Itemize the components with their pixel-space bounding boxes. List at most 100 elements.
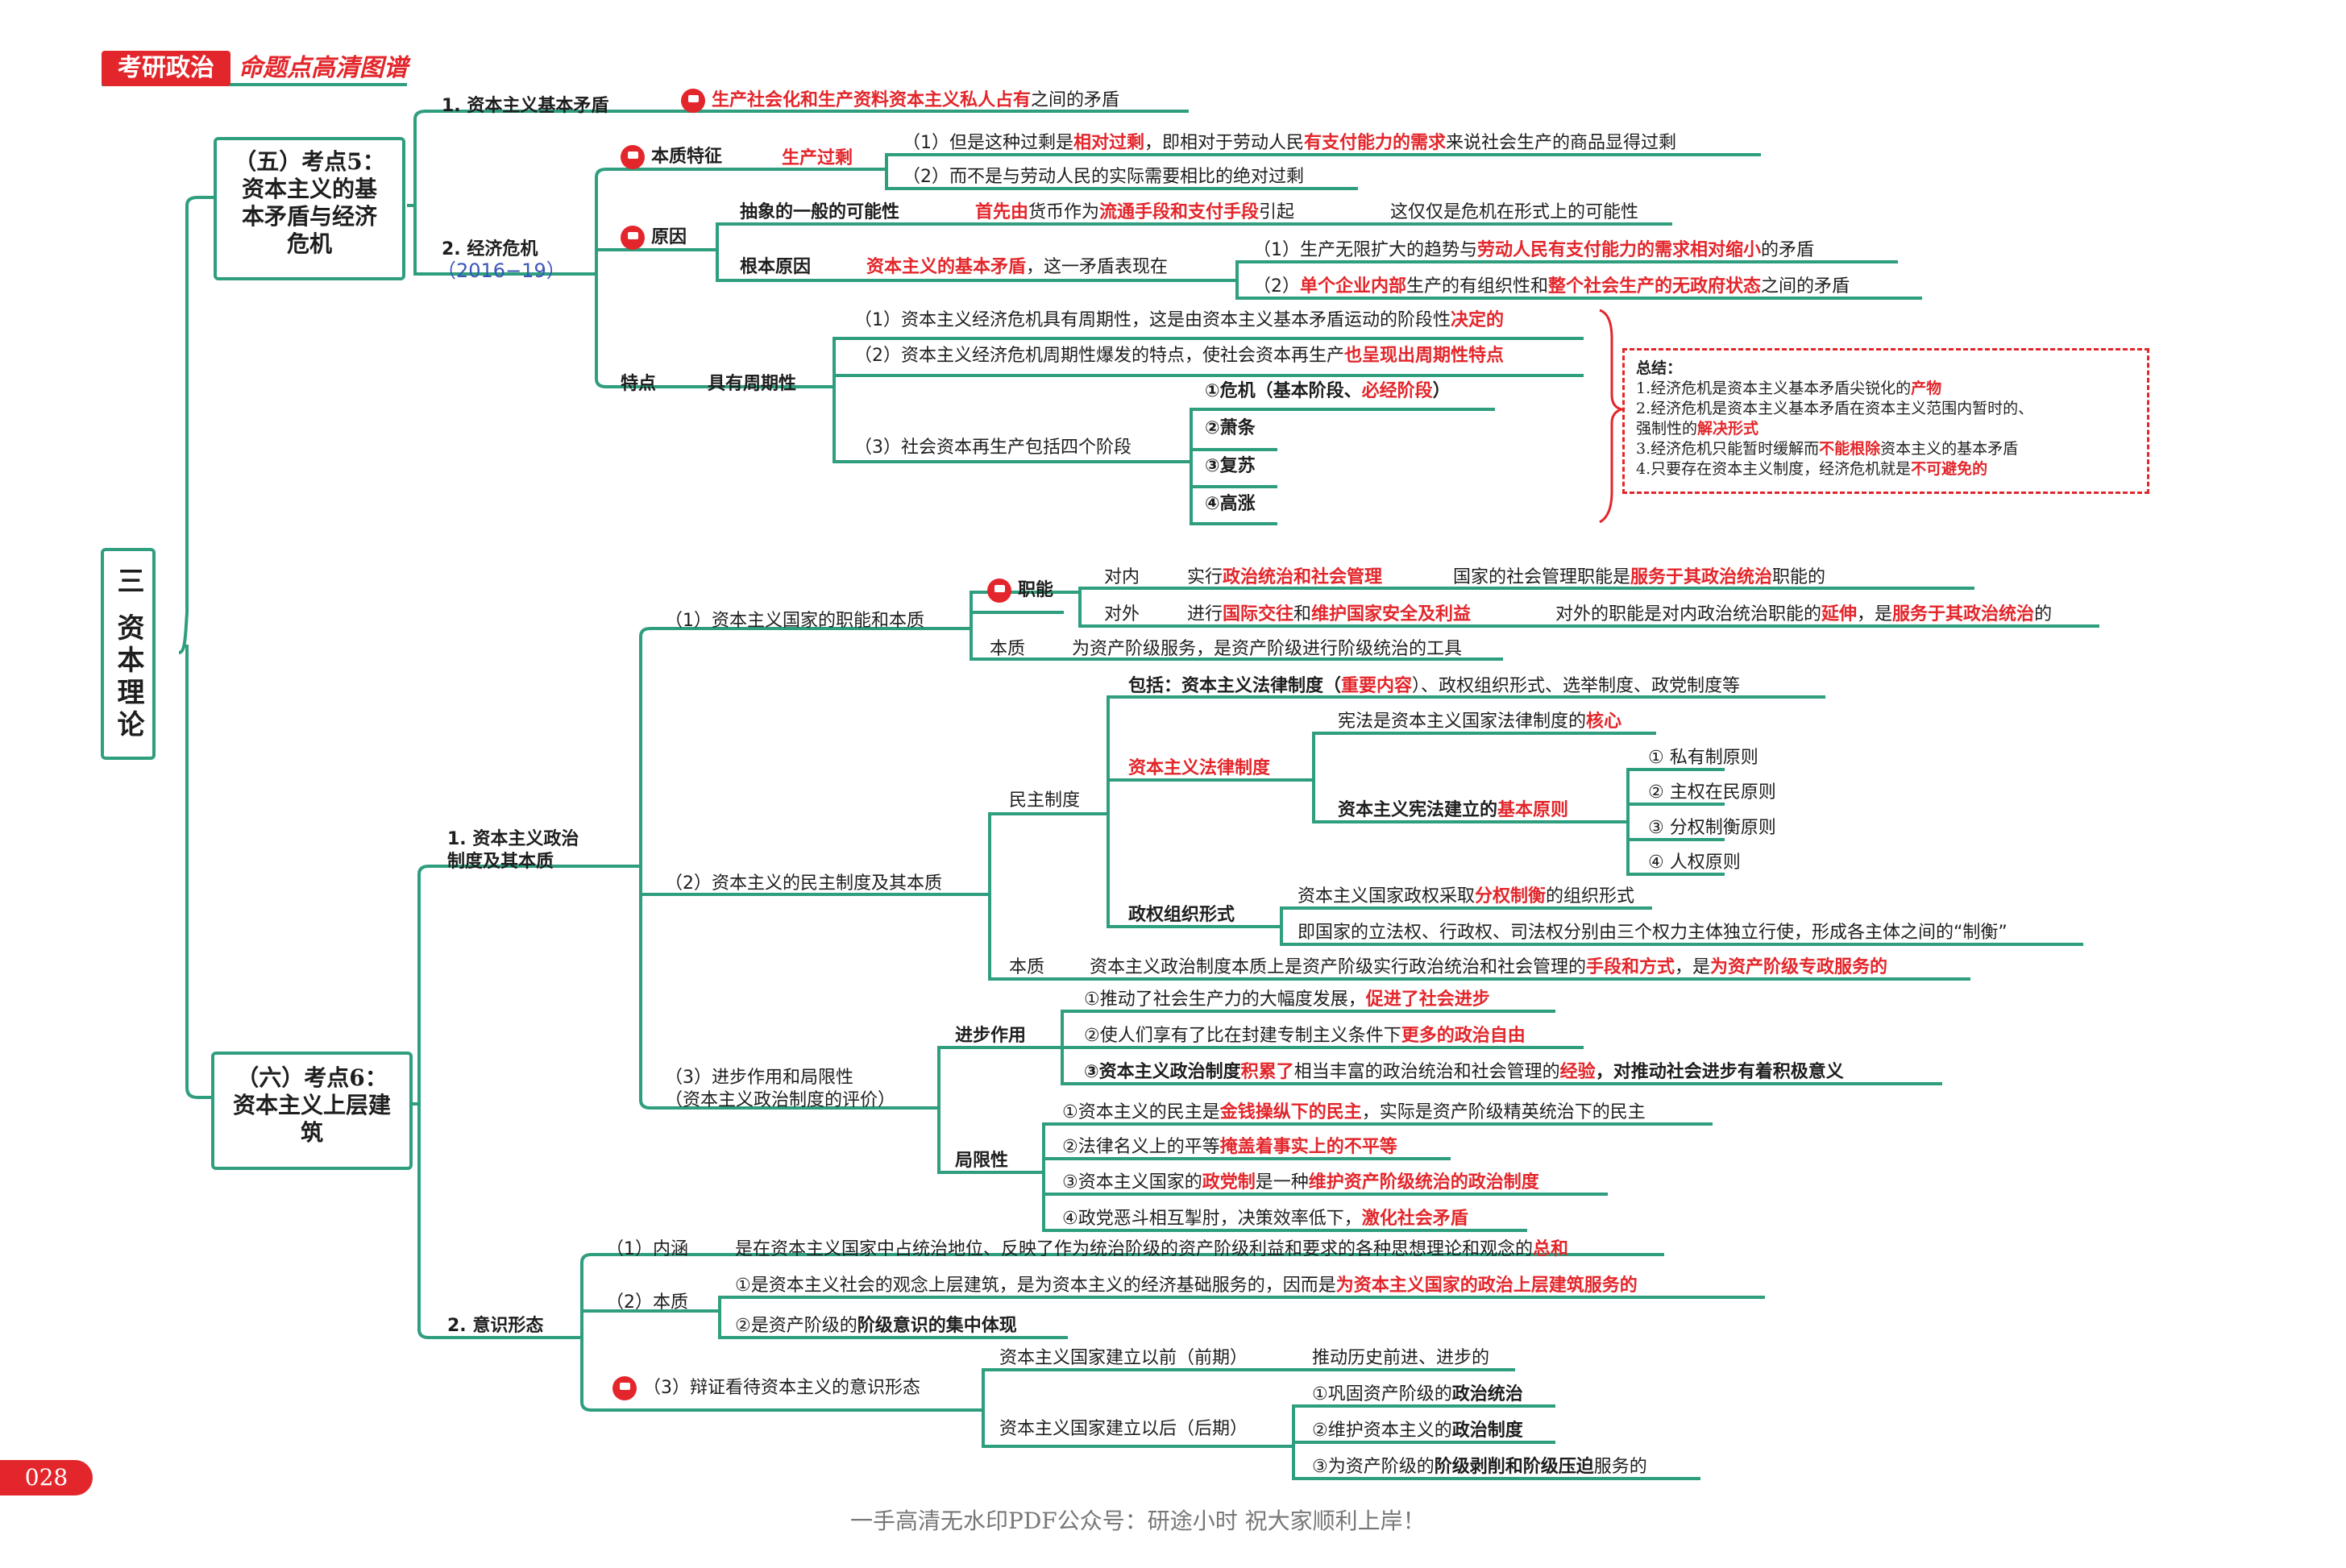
header-subtitle: 命题点高清图谱 [239,54,408,82]
state-essence-value: 为资产阶级服务，是资产阶级进行阶级统治的工具 [1072,639,1463,659]
principle-human-rights: ④ 人权原则 [1648,852,1741,873]
node-ideology[interactable]: 2. 意识形态 [447,1316,544,1336]
stage-depression: ②萧条 [1205,418,1256,438]
function-external-label: 对外 [1104,604,1140,624]
ideology-after: 资本主义国家建立以后（后期） [999,1419,1248,1439]
limitation-label[interactable]: 局限性 [955,1151,1009,1171]
state-essence-label: 本质 [990,639,1026,659]
summary-line-3: 3.经济危机只能暂时缓解而不能根除资本主义的基本矛盾 [1636,440,2019,458]
summary-line-4: 4.只要存在资本主义制度，经济危机就是不可避免的 [1636,460,1988,478]
ideology-dialectic-label[interactable]: （3）辩证看待资本主义的意识形态 [612,1376,920,1400]
topic6-title-line2: 资本主义上层建 [232,1092,391,1118]
node-evaluation[interactable]: （3）进步作用和局限性（资本主义政治制度的评价） [665,1068,896,1110]
limitation-point-2: ②法律名义上的平等掩盖着事实上的不平等 [1062,1137,1397,1157]
regime-form-note: 即国家的立法权、行政权、司法权分别由三个权力主体独立行使，形成各主体之间的“制衡… [1298,923,2008,943]
summary-line-2b: 强制性的解决形式 [1636,420,1759,438]
limitation-point-3: ③资本主义国家的政党制是一种维护资产阶级统治的政治制度 [1062,1172,1539,1193]
progressive-role-label[interactable]: 进步作用 [955,1026,1027,1046]
summary-box: 总结： 1.经济危机是资本主义基本矛盾尖锐化的产物 2.经济危机是资本主义基本矛… [1622,348,2149,494]
progressive-point-1: ①推动了社会生产力的大幅度发展，促进了社会进步 [1084,989,1490,1010]
root-node[interactable]: 三 资本理论 [101,548,156,760]
summary-line-2: 2.经济危机是资本主义基本矛盾在资本主义范围内暂时的、 [1636,400,2034,417]
cause-fundamental[interactable]: 根本原因 [740,257,812,277]
ideology-connotation-detail: 是在资本主义国家中占统治地位、反映了作为统治阶级的资产阶级利益和要求的各种思想理… [735,1239,1569,1259]
key-flag-icon [987,579,1011,603]
feature-point-3: （3）社会资本再生产包括四个阶段 [854,438,1131,458]
node-cause[interactable]: 原因 [621,226,687,250]
principle-popular-sovereignty: ② 主权在民原则 [1648,782,1776,803]
node-political-system[interactable]: 1. 资本主义政治制度及其本质 [447,829,579,872]
constitution-core: 宪法是资本主义国家法律制度的核心 [1338,711,1622,732]
cause-fundamental-point-2: （2）单个企业内部生产的有组织性和整个社会生产的无政府状态之间的矛盾 [1253,276,1850,297]
node-democracy[interactable]: （2）资本主义的民主制度及其本质 [665,873,942,894]
topic6-node[interactable]: （六）考点6： 资本主义上层建 筑 [211,1052,413,1170]
key-flag-icon [621,226,645,250]
node-economic-crisis[interactable]: 2. 经济危机 [442,239,538,259]
feature-point-2: （2）资本主义经济危机周期性爆发的特点，使社会资本再生产也呈现出周期性特点 [854,346,1505,366]
progressive-point-3: ③资本主义政治制度积累了相当丰富的政治统治和社会管理的经验，对推动社会进步有着积… [1084,1062,1844,1082]
economic-crisis-years: （2016−19） [437,259,566,282]
key-flag-icon [621,145,645,169]
node-state-function[interactable]: （1）资本主义国家的职能和本质 [665,611,924,631]
ideology-before-value: 推动历史前进、进步的 [1312,1348,1490,1368]
progressive-point-2: ②使人们享有了比在封建专制主义条件下更多的政治自由 [1084,1026,1526,1046]
essence-value: 生产过剩 [782,148,853,168]
cause-fundamental-detail: 资本主义的基本矛盾，这一矛盾表现在 [866,257,1169,277]
summary-title: 总结： [1636,359,1683,377]
constitution-principles[interactable]: 资本主义宪法建立的基本原则 [1338,800,1569,820]
topic5-node[interactable]: （五）考点5： 资本主义的基 本矛盾与经济 危机 [214,137,405,280]
stage-crisis: ①危机（基本阶段、必经阶段） [1205,381,1451,401]
summary-line-1: 1.经济危机是资本主义基本矛盾尖锐化的产物 [1636,380,1942,397]
feature-point-1: （1）资本主义经济危机具有周期性，这是由资本主义基本矛盾运动的阶段性决定的 [854,310,1505,330]
ideology-essence-point-1: ①是资本主义社会的观念上层建筑，是为资本主义的经济基础服务的，因而是为资本主义国… [735,1276,1638,1296]
stage-boom: ④高涨 [1205,494,1256,514]
cause-abstract-note: 这仅仅是危机在形式上的可能性 [1390,202,1639,222]
topic5-title-line3: 本矛盾与经济 [241,203,377,230]
page-number-badge: 028 [0,1460,93,1495]
key-flag-icon [612,1376,637,1400]
ideology-connotation-label[interactable]: （1）内涵 [606,1239,688,1259]
limitation-point-4: ④政党恶斗相互掣肘，决策效率低下，激化社会矛盾 [1062,1209,1468,1229]
democracy-system-label[interactable]: 民主制度 [1009,790,1081,811]
cause-abstract-detail: 首先由货币作为流通手段和支付手段引起 [975,202,1295,222]
regime-form-detail: 资本主义国家政权采取分权制衡的组织形式 [1298,886,1635,906]
ideology-after-point-2: ②维护资本主义的政治制度 [1312,1421,1523,1441]
topic5-title-line2: 资本主义的基 [241,176,377,202]
stage-recovery: ③复苏 [1205,456,1256,476]
ideology-after-point-1: ①巩固资产阶级的政治统治 [1312,1384,1523,1404]
topic5-title-line1: （五）考点5： [234,148,385,175]
topic5-title-line4: 危机 [286,230,332,257]
node-basic-contradiction[interactable]: 1. 资本主义基本矛盾 [442,96,609,116]
regime-form-label[interactable]: 政权组织形式 [1128,905,1235,925]
democracy-essence-label: 本质 [1009,957,1045,977]
node-feature[interactable]: 特点 [621,374,657,394]
topic6-title-line1: （六）考点6： [236,1064,388,1091]
brand-badge: 考研政治 [102,51,230,86]
democracy-essence-value: 资本主义政治制度本质上是资产阶级实行政治统治和社会管理的手段和方式，是为资产阶级… [1090,957,1888,977]
ideology-before: 资本主义国家建立以前（前期） [999,1348,1248,1368]
cause-fundamental-point-1: （1）生产无限扩大的趋势与劳动人民有支付能力的需求相对缩小的矛盾 [1253,240,1815,260]
essence-point-1: （1）但是这种过剩是相对过剩，即相对于劳动人民有支付能力的需求来说社会生产的商品… [903,133,1677,153]
topic6-title-line3: 筑 [300,1119,323,1146]
democracy-includes: 包括：资本主义法律制度（重要内容）、政权组织形式、选举制度、政党制度等 [1128,676,1741,696]
principle-separation-powers: ③ 分权制衡原则 [1648,818,1776,838]
function-external-detail: 进行国际交往和维护国家安全及利益 [1187,604,1472,624]
principle-private-ownership: ① 私有制原则 [1648,748,1758,768]
node-essence[interactable]: 本质特征 [621,145,722,169]
ideology-after-point-3: ③为资产阶级的阶级剥削和阶级压迫服务的 [1312,1457,1647,1477]
function-label[interactable]: 职能 [987,579,1053,603]
function-external-note: 对外的职能是对内政治统治职能的延伸，是服务于其政治统治的 [1555,604,2053,624]
function-internal-detail: 实行政治统治和社会管理 [1187,567,1383,587]
function-internal-label: 对内 [1104,567,1140,587]
basic-contradiction-content: 生产社会化和生产资料资本主义私人占有之间的矛盾 [681,89,1119,113]
footer-watermark: 一手高清无水印PDF公众号：研途小时 祝大家顺利上岸！ [850,1508,1426,1534]
limitation-point-1: ①资本主义的民主是金钱操纵下的民主，实际是资产阶级精英统治下的民主 [1062,1102,1646,1122]
essence-point-2: （2）而不是与劳动人民的实际需要相比的绝对过剩 [903,167,1304,187]
cause-abstract-possibility[interactable]: 抽象的一般的可能性 [740,202,900,222]
ideology-essence-label[interactable]: （2）本质 [606,1292,688,1313]
law-system-label[interactable]: 资本主义法律制度 [1128,758,1271,778]
ideology-essence-point-2: ②是资产阶级的阶级意识的集中体现 [735,1316,1017,1336]
function-internal-note: 国家的社会管理职能是服务于其政治统治职能的 [1453,567,1826,587]
feature-periodicity[interactable]: 具有周期性 [708,374,797,394]
